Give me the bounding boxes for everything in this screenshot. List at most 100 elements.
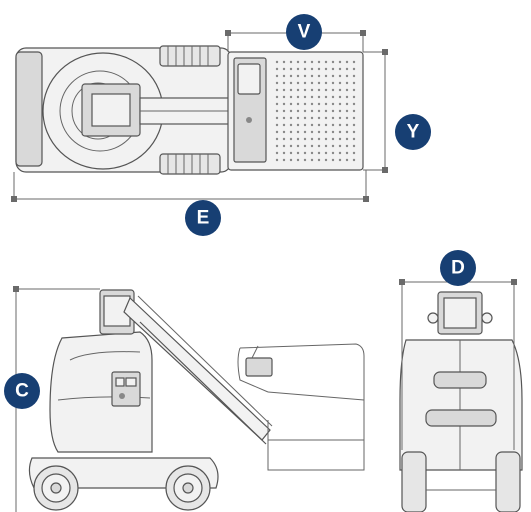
perforation-dot [324, 137, 328, 141]
perforation-dot [303, 130, 307, 134]
perforation-dot [324, 88, 328, 92]
perforation-dot [352, 123, 356, 127]
perforation-dot [310, 158, 314, 162]
perforation-dot [282, 116, 286, 120]
perforation-dot [310, 67, 314, 71]
perforation-dot [338, 144, 342, 148]
top-tire-lower [159, 153, 221, 175]
perforation-dot [317, 116, 321, 120]
perforation-dot [324, 151, 328, 155]
perforation-dot [352, 102, 356, 106]
perforation-dot [310, 123, 314, 127]
perforation-dot [296, 81, 300, 85]
perforation-dot [282, 109, 286, 113]
perforation-dot [289, 102, 293, 106]
perforation-dot [331, 95, 335, 99]
perforation-dot [352, 95, 356, 99]
perforation-dot [275, 116, 279, 120]
top-tire-upper [159, 45, 221, 67]
dimension-y: Y [363, 49, 431, 173]
label-d: D [451, 258, 465, 279]
perforation-dot [282, 95, 286, 99]
perforation-dot [296, 116, 300, 120]
perforation-dot [289, 88, 293, 92]
badge-d: D [440, 250, 476, 286]
perforation-dot [324, 95, 328, 99]
perforation-dot [338, 123, 342, 127]
perforation-dot [275, 102, 279, 106]
perforation-dot [331, 88, 335, 92]
perforation-dot [317, 158, 321, 162]
perforation-dot [303, 95, 307, 99]
perforation-dot [296, 158, 300, 162]
perforation-dot [331, 74, 335, 78]
perforation-dot [282, 130, 286, 134]
perforation-dot [282, 151, 286, 155]
perforation-dot [282, 81, 286, 85]
perforation-dot [303, 109, 307, 113]
perforation-dot [303, 123, 307, 127]
top-view [15, 45, 364, 175]
perforation-dot [324, 102, 328, 106]
perforation-dot [289, 67, 293, 71]
perforation-dot [338, 95, 342, 99]
perforation-dot [310, 60, 314, 64]
perforation-dot [289, 116, 293, 120]
perforation-dot [331, 67, 335, 71]
perforation-dot [345, 151, 349, 155]
perforation-dot [352, 81, 356, 85]
perforation-dot [338, 151, 342, 155]
perforation-dot [345, 116, 349, 120]
perforation-dot [289, 109, 293, 113]
perforation-dot [324, 123, 328, 127]
perforation-dot [303, 81, 307, 85]
perforation-dot [303, 158, 307, 162]
perforation-dot [345, 130, 349, 134]
perforation-dot [296, 109, 300, 113]
perforation-dot [303, 60, 307, 64]
perforation-dot [310, 137, 314, 141]
perforation-dot [331, 81, 335, 85]
perforation-dot [324, 81, 328, 85]
perforation-dot [331, 137, 335, 141]
perforation-dot [345, 60, 349, 64]
perforation-dot [331, 109, 335, 113]
perforation-dot [317, 88, 321, 92]
perforation-dot [275, 74, 279, 78]
perforation-dot [310, 116, 314, 120]
perforation-dot [275, 130, 279, 134]
perforation-dot [324, 116, 328, 120]
perforation-dot [338, 88, 342, 92]
perforation-dot [338, 137, 342, 141]
perforation-dot [317, 60, 321, 64]
side-front-wheel [165, 465, 211, 511]
perforation-dot [310, 144, 314, 148]
perforation-dot [282, 137, 286, 141]
perforation-dot [275, 109, 279, 113]
perforation-dot [289, 158, 293, 162]
perforation-dot [352, 60, 356, 64]
perforation-dot [331, 158, 335, 162]
perforation-dot [352, 158, 356, 162]
perforation-dot [303, 116, 307, 120]
perforation-dot [310, 130, 314, 134]
badge-c: C [4, 373, 40, 409]
perforation-dot [317, 137, 321, 141]
perforation-dot [324, 109, 328, 113]
perforation-dot [324, 67, 328, 71]
perforation-dot [338, 74, 342, 78]
perforation-dot [338, 102, 342, 106]
perforation-dot [345, 144, 349, 148]
perforation-dot [289, 144, 293, 148]
perforation-dot [303, 102, 307, 106]
perforation-dot [296, 130, 300, 134]
perforation-dot [352, 67, 356, 71]
label-e: E [197, 208, 210, 229]
perforation-dot [275, 81, 279, 85]
perforation-dot [352, 116, 356, 120]
perforation-dot [317, 151, 321, 155]
perforation-dot [345, 95, 349, 99]
perforation-dot [345, 81, 349, 85]
perforation-dot [303, 151, 307, 155]
perforation-dot [317, 81, 321, 85]
